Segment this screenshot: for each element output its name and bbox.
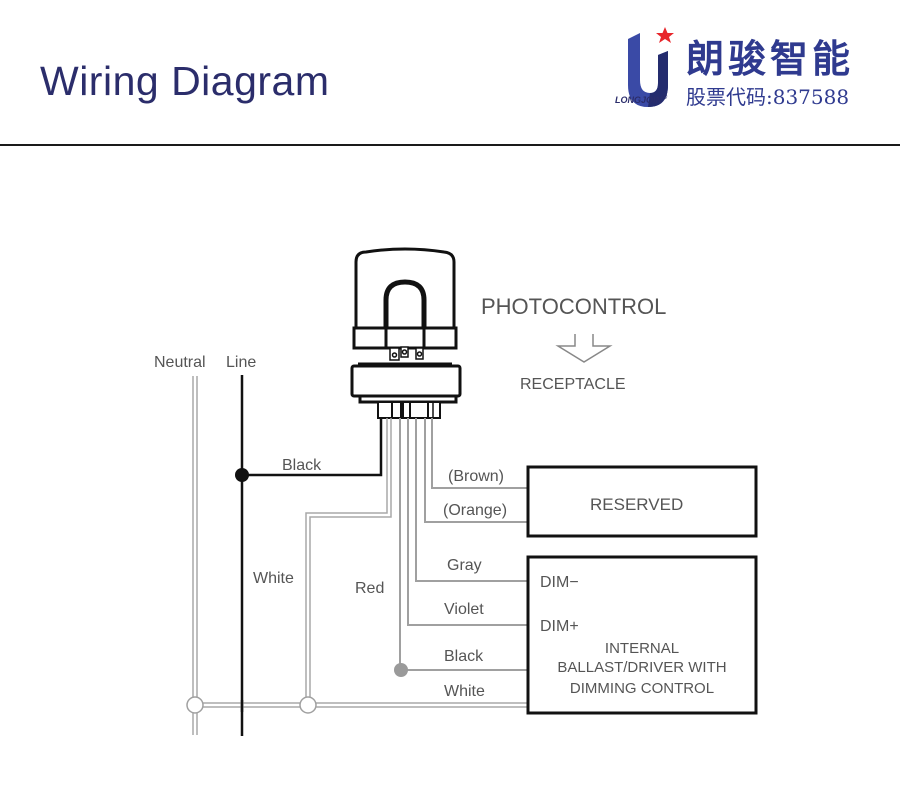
photocontrol-prongs xyxy=(389,346,424,361)
neutral-wire xyxy=(192,376,198,735)
white-junction xyxy=(299,696,317,714)
driver-label-line2: BALLAST/DRIVER WITH xyxy=(557,659,726,676)
dim-plus-label: DIM+ xyxy=(540,618,579,635)
line-label: Line xyxy=(226,354,256,371)
line-junction-dot xyxy=(235,468,249,482)
orange-wire xyxy=(424,418,528,523)
brand-name-cn: 朗骏智能 xyxy=(686,36,855,81)
driver-box xyxy=(526,555,758,715)
reserved-label: RESERVED xyxy=(590,495,683,514)
longjoin-logo xyxy=(628,27,674,107)
gray-wire-label: Gray xyxy=(447,557,482,574)
load-black-label: Black xyxy=(444,648,484,665)
black-line-label: Black xyxy=(282,457,322,474)
brand-name-en: LONGJOIN xyxy=(615,95,663,105)
page-title: Wiring Diagram xyxy=(40,58,330,104)
driver-label-line1: INTERNAL xyxy=(605,640,679,657)
red-junction-dot xyxy=(394,663,408,677)
white-neutral-label: White xyxy=(253,570,294,587)
photocontrol-label: PHOTOCONTROL xyxy=(481,294,666,319)
gray-wire xyxy=(415,418,528,582)
violet-wire-label: Violet xyxy=(444,601,484,618)
white-wire-neutral xyxy=(305,418,392,705)
violet-wire xyxy=(407,418,528,626)
receptacle xyxy=(350,362,462,419)
stock-code: 股票代码:837588 xyxy=(686,85,850,109)
header-divider xyxy=(0,144,900,146)
receptacle-label: RECEPTACLE xyxy=(520,376,626,393)
photocontrol-head xyxy=(352,247,458,350)
logo-u-shade xyxy=(648,51,668,107)
neutral-junction xyxy=(186,696,204,714)
star-icon xyxy=(656,27,674,43)
black-wire-line xyxy=(242,418,383,477)
load-white-label: White xyxy=(444,683,485,700)
red-wire-label: Red xyxy=(355,580,384,597)
driver-label-line3: DIMMING CONTROL xyxy=(570,680,714,697)
load-white-wire xyxy=(195,702,528,708)
brown-wire xyxy=(431,418,528,489)
brown-wire-label: (Brown) xyxy=(448,468,504,485)
dim-minus-label: DIM− xyxy=(540,574,579,591)
down-arrow-icon xyxy=(555,334,613,363)
neutral-label: Neutral xyxy=(154,354,206,371)
registered-mark: ® xyxy=(662,94,668,101)
reserved-box xyxy=(526,465,758,538)
orange-wire-label: (Orange) xyxy=(443,502,507,519)
